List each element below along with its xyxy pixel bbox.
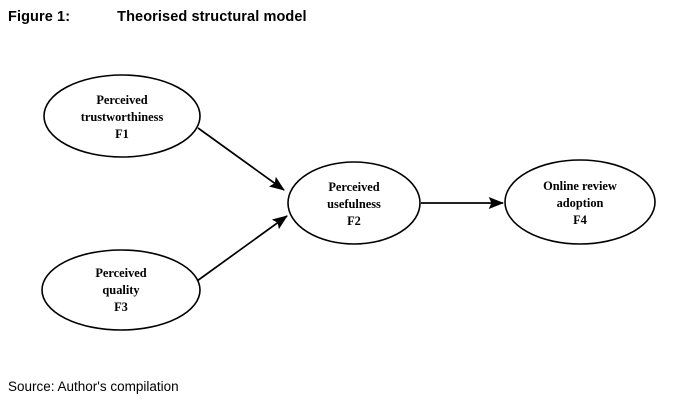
source-note: Source: Author's compilation	[8, 379, 179, 394]
node-ellipse-f2	[287, 161, 421, 245]
node-label-f1-line2: trustworthiness	[81, 110, 164, 124]
node-label-f2-line2: usefulness	[327, 197, 381, 211]
figure-label: Figure 1:	[8, 9, 71, 25]
diagram-edges	[196, 127, 505, 282]
node-label-f3-line2: quality	[102, 283, 140, 297]
node-label-f4-line3: F4	[573, 213, 587, 227]
node-label-f3-line3: F3	[114, 300, 128, 314]
node-perceived-usefulness[interactable]: Perceived usefulness F2	[287, 161, 421, 245]
figure-caption: Figure 1: Theorised structural model	[8, 9, 307, 25]
node-ellipse-f1	[43, 74, 201, 158]
node-label-f4-line2: adoption	[557, 196, 604, 210]
figure-title: Theorised structural model	[117, 9, 307, 25]
node-perceived-trustworthiness[interactable]: Perceived trustworthiness F1	[43, 74, 201, 158]
edge-trustworthiness-to-usefulness	[197, 127, 285, 191]
node-perceived-quality[interactable]: Perceived quality F3	[41, 249, 201, 331]
edge-quality-to-usefulness	[196, 215, 288, 282]
node-online-review-adoption[interactable]: Online review adoption F4	[504, 159, 656, 245]
node-ellipse-f4	[504, 159, 656, 245]
node-ellipse-f3	[41, 249, 201, 331]
node-label-f1-line1: Perceived	[96, 93, 147, 107]
node-label-f2-line1: Perceived	[328, 180, 379, 194]
node-label-f1-line3: F1	[115, 127, 129, 141]
node-label-f3-line1: Perceived	[95, 266, 146, 280]
node-label-f4-line1: Online review	[543, 179, 617, 193]
node-label-f2-line3: F2	[347, 214, 361, 228]
